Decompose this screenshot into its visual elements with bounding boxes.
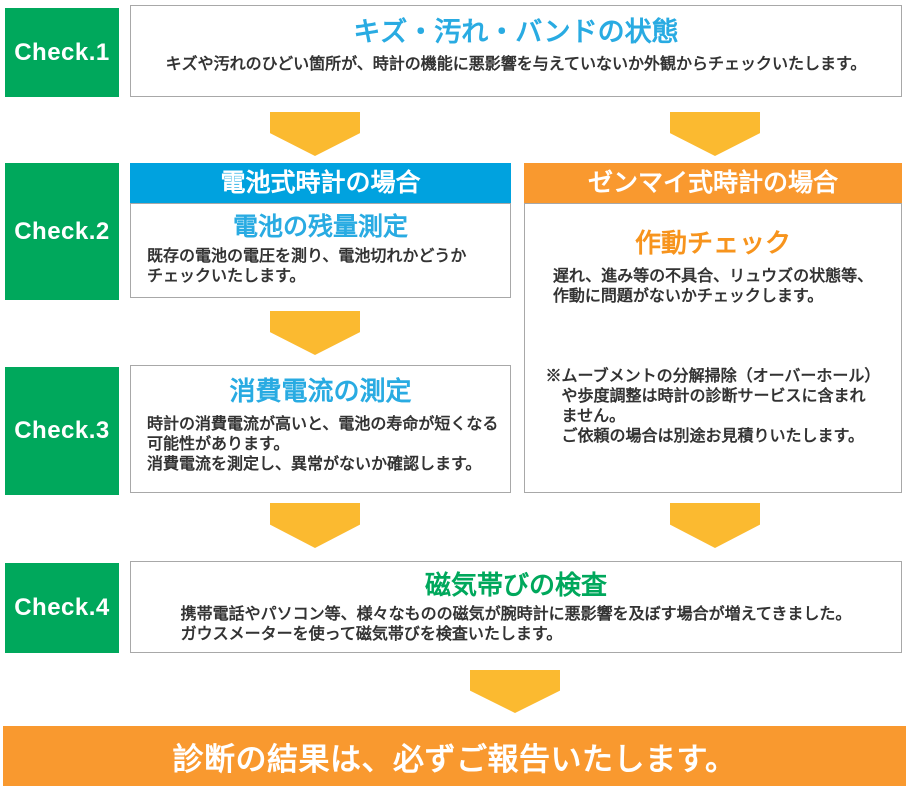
magnetism-check-desc: 携帯電話やパソコン等、様々なものの磁気が腕時計に悪影響を及ぼす場合が増えてきまし… xyxy=(180,606,852,644)
check1-badge-label: Check.1 xyxy=(14,38,110,66)
arrow-down-icon xyxy=(270,112,360,156)
check4-badge: Check.4 xyxy=(5,563,119,653)
check1-desc: キズや汚れのひどい箇所が、時計の機能に悪影響を与えていないか外観からチェックいた… xyxy=(165,56,867,74)
result-banner-text: 診断の結果は、必ずご報告いたします。 xyxy=(172,741,737,777)
spring-check-desc: 遅れ、進み等の不具合、リュウズの状態等、 作動に問題がないかチェックします。 xyxy=(552,268,874,306)
check2-badge: Check.2 xyxy=(5,163,119,300)
check1-title: キズ・汚れ・バンドの状態 xyxy=(353,17,679,47)
battery-check-box: 電池の残量測定 既存の電池の電圧を測り、電池切れかどうか チェックいたします。 xyxy=(130,203,511,298)
check3-badge-label: Check.3 xyxy=(14,417,110,444)
arrow-down-icon xyxy=(470,670,560,713)
arrow-down-icon xyxy=(270,311,360,355)
check4-badge-label: Check.4 xyxy=(14,594,110,621)
battery-check-title: 電池の残量測定 xyxy=(232,213,408,241)
current-check-desc: 時計の消費電流が高いと、電池の寿命が短くなる 可能性があります。 消費電流を測定… xyxy=(147,416,499,474)
magnetism-check-title: 磁気帯びの検査 xyxy=(424,570,607,600)
check3-badge: Check.3 xyxy=(5,367,119,495)
check2-badge-label: Check.2 xyxy=(14,217,110,245)
arrow-down-icon xyxy=(670,112,760,156)
magnetism-check-box: 磁気帯びの検査 携帯電話やパソコン等、様々なものの磁気が腕時計に悪影響を及ぼす場… xyxy=(130,561,902,653)
arrow-down-icon xyxy=(670,503,760,548)
check1-box: キズ・汚れ・バンドの状態 キズや汚れのひどい箇所が、時計の機能に悪影響を与えてい… xyxy=(130,5,902,97)
current-check-title: 消費電流の測定 xyxy=(229,376,412,406)
spring-watch-header: ゼンマイ式時計の場合 xyxy=(524,163,902,203)
battery-watch-header: 電池式時計の場合 xyxy=(130,163,511,203)
battery-check-desc: 既存の電池の電圧を測り、電池切れかどうか チェックいたします。 xyxy=(147,248,467,285)
arrow-down-icon xyxy=(270,503,360,548)
result-banner: 診断の結果は、必ずご報告いたします。 xyxy=(3,726,906,786)
spring-check-box: 作動チェック 遅れ、進み等の不具合、リュウズの状態等、 作動に問題がないかチェッ… xyxy=(524,203,902,493)
spring-check-note: ※ムーブメントの分解掃除（オーバーホール） や歩度調整は時計の診断サービスに含ま… xyxy=(545,368,881,446)
current-check-box: 消費電流の測定 時計の消費電流が高いと、電池の寿命が短くなる 可能性があります。… xyxy=(130,365,511,493)
check1-badge: Check.1 xyxy=(5,8,119,97)
spring-check-title: 作動チェック xyxy=(634,228,791,258)
